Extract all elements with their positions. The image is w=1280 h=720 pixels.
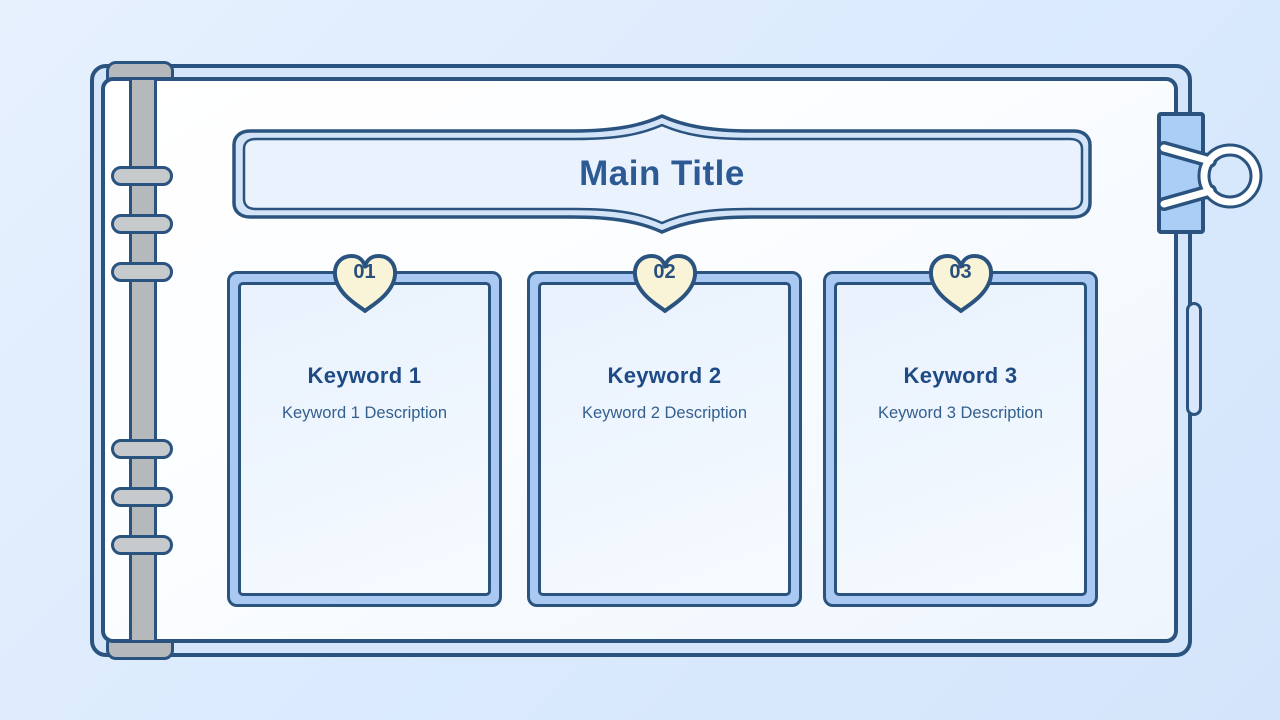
keyword-3-title: Keyword 3 — [903, 363, 1018, 388]
keyword-1-title: Keyword 1 — [307, 363, 422, 388]
binder-ring-icon — [111, 214, 173, 234]
card-number: 01 — [353, 261, 376, 283]
card-number: 02 — [653, 261, 676, 283]
keyword-2-title: Keyword 2 — [607, 363, 722, 388]
keyword-card-3-body: Keyword 3 Keyword 3 Description — [834, 282, 1087, 596]
binder-ring-icon — [111, 439, 173, 459]
keyword-card-2: Keyword 2 Keyword 2 Description 02 — [527, 254, 802, 607]
binder-ring-icon — [111, 487, 173, 507]
binder-ring-icon — [111, 166, 173, 186]
heart-badge-icon: 03 — [925, 250, 997, 318]
keyword-3-description: Keyword 3 Description — [877, 404, 1044, 422]
keyword-card-2-body: Keyword 2 Keyword 2 Description — [538, 282, 791, 596]
main-title: Main Title — [579, 154, 745, 193]
banner-frame-icon — [232, 114, 1092, 234]
keyword-2-description: Keyword 2 Description — [581, 404, 748, 422]
binder-ring-icon — [111, 262, 173, 282]
keyword-card-1: Keyword 1 Keyword 1 Description 01 — [227, 254, 502, 607]
side-tab — [1186, 302, 1202, 416]
keyword-card-3: Keyword 3 Keyword 3 Description 03 — [823, 254, 1098, 607]
binder-ring-icon — [111, 535, 173, 555]
notebook-spine — [129, 80, 157, 640]
keyword-card-1-body: Keyword 1 Keyword 1 Description — [238, 282, 491, 596]
heart-badge-icon: 01 — [329, 250, 401, 318]
title-banner: Main Title — [222, 112, 1102, 236]
binder-clip-icon — [1148, 104, 1264, 246]
keyword-1-description: Keyword 1 Description — [281, 404, 448, 422]
card-number: 03 — [949, 261, 972, 283]
heart-badge-icon: 02 — [629, 250, 701, 318]
